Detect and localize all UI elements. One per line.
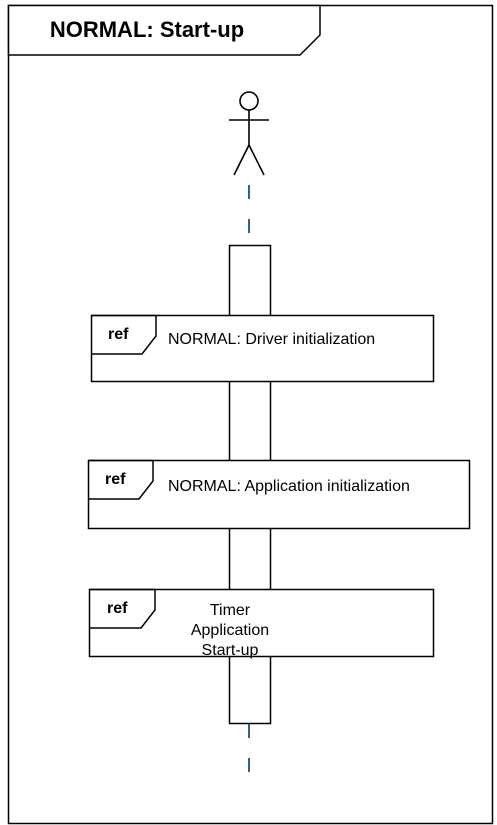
- ref-box-application-init[interactable]: [87, 459, 471, 530]
- frame-title: NORMAL: Start-up: [49, 17, 245, 42]
- ref-label: ref: [108, 326, 129, 343]
- ref-text-timer-startup: Timer Application Start-up: [190, 602, 270, 659]
- ref-text-driver-init: NORMAL: Driver initialization: [168, 331, 376, 348]
- ref-box-timer-startup[interactable]: [88, 588, 435, 658]
- actor-icon: [229, 91, 269, 176]
- ref-box-driver-init[interactable]: [90, 314, 435, 383]
- ref-text-application-init: NORMAL: Application initialization: [168, 478, 410, 495]
- ref-label: ref: [105, 471, 126, 488]
- ref-label: ref: [107, 600, 128, 617]
- frame-title-tab: [7, 4, 321, 56]
